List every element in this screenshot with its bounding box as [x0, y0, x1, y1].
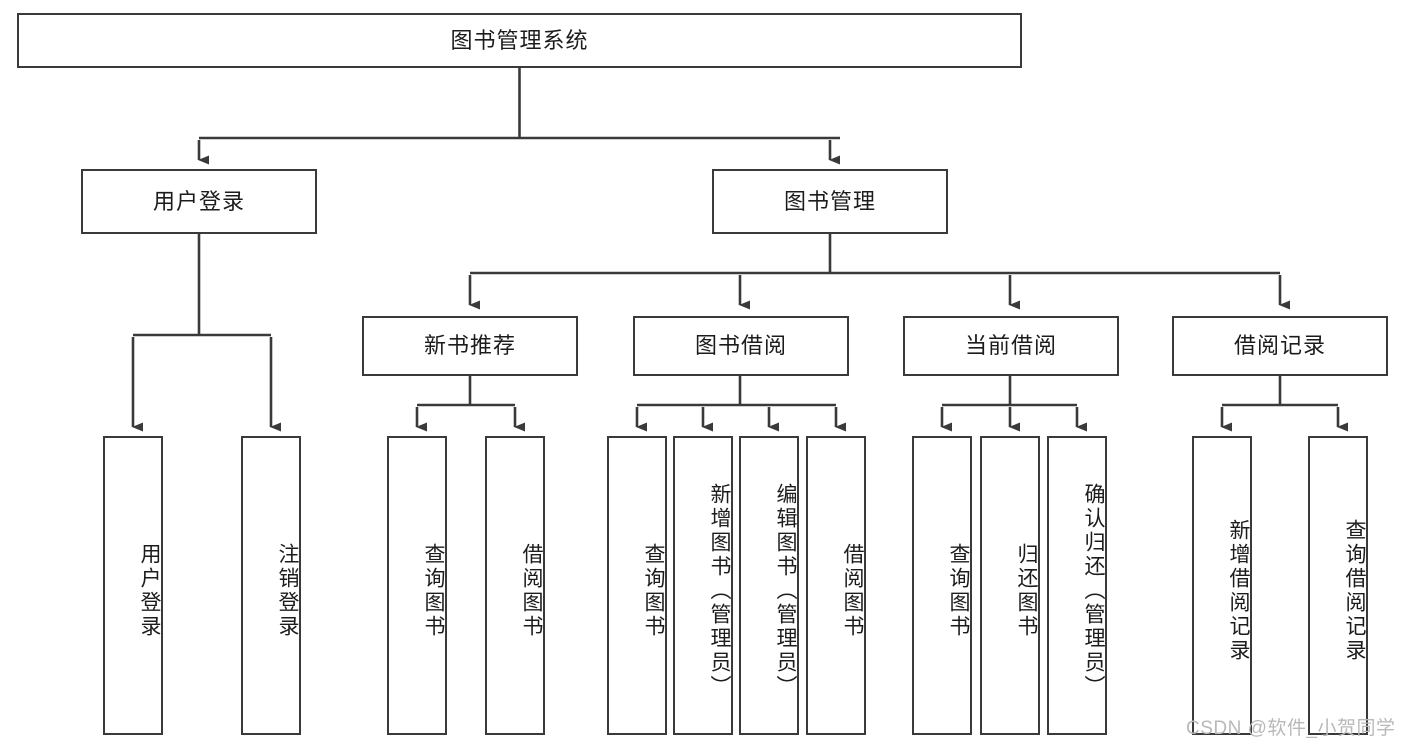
- node-leaf-user-login[interactable]: 用户登录: [103, 436, 163, 735]
- watermark: CSDN @软件_小贺同学: [1186, 718, 1396, 739]
- node-leaf-user-logout[interactable]: 注销登录: [241, 436, 301, 735]
- node-label: 注销登录: [276, 542, 299, 639]
- node-root-book-management-system[interactable]: 图书管理系统: [17, 13, 1022, 68]
- node-leaf-query-book-recommend[interactable]: 查询图书: [387, 436, 447, 735]
- node-leaf-borrow-book-recommend[interactable]: 借阅图书: [485, 436, 545, 735]
- node-leaf-query-book-borrow[interactable]: 查询图书: [607, 436, 667, 735]
- node-new-book-recommend[interactable]: 新书推荐: [362, 316, 578, 376]
- node-leaf-add-borrow-record[interactable]: 新增借阅记录: [1192, 436, 1252, 735]
- node-leaf-return-book[interactable]: 归还图书: [980, 436, 1040, 735]
- node-label: 图书借阅: [694, 333, 787, 359]
- node-label: 新增借阅记录: [1227, 518, 1250, 663]
- node-leaf-query-book-current[interactable]: 查询图书: [912, 436, 972, 735]
- node-label: 查询图书: [947, 542, 970, 639]
- node-leaf-borrow-book[interactable]: 借阅图书: [806, 436, 866, 735]
- node-label: 图书管理系统: [450, 27, 589, 53]
- node-label: 借阅图书: [520, 542, 543, 639]
- node-leaf-edit-book-admin[interactable]: 编辑图书（管理员）: [739, 436, 799, 735]
- node-label: 新书推荐: [423, 333, 516, 359]
- node-leaf-query-borrow-record[interactable]: 查询借阅记录: [1308, 436, 1368, 735]
- node-label: 借阅图书: [841, 542, 864, 639]
- node-label: 当前借阅: [964, 333, 1057, 359]
- node-label: 查询借阅记录: [1343, 518, 1366, 663]
- node-label: 图书管理: [783, 188, 876, 214]
- node-label: 用户登录: [152, 188, 245, 214]
- node-label: 归还图书: [1015, 542, 1038, 639]
- node-borrow-record[interactable]: 借阅记录: [1172, 316, 1388, 376]
- node-book-management[interactable]: 图书管理: [712, 169, 948, 234]
- node-user-login[interactable]: 用户登录: [81, 169, 317, 234]
- node-leaf-add-book-admin[interactable]: 新增图书（管理员）: [673, 436, 733, 735]
- node-leaf-confirm-return-admin[interactable]: 确认归还（管理员）: [1047, 436, 1107, 735]
- node-label: 用户登录: [138, 542, 161, 639]
- node-label: 查询图书: [642, 542, 665, 639]
- node-label: 新增图书（管理员）: [708, 482, 731, 699]
- node-label: 编辑图书（管理员）: [774, 482, 797, 699]
- node-current-borrow[interactable]: 当前借阅: [903, 316, 1119, 376]
- node-label: 借阅记录: [1233, 333, 1326, 359]
- node-book-borrow[interactable]: 图书借阅: [633, 316, 849, 376]
- node-label: 查询图书: [422, 542, 445, 639]
- node-label: 确认归还（管理员）: [1082, 482, 1105, 699]
